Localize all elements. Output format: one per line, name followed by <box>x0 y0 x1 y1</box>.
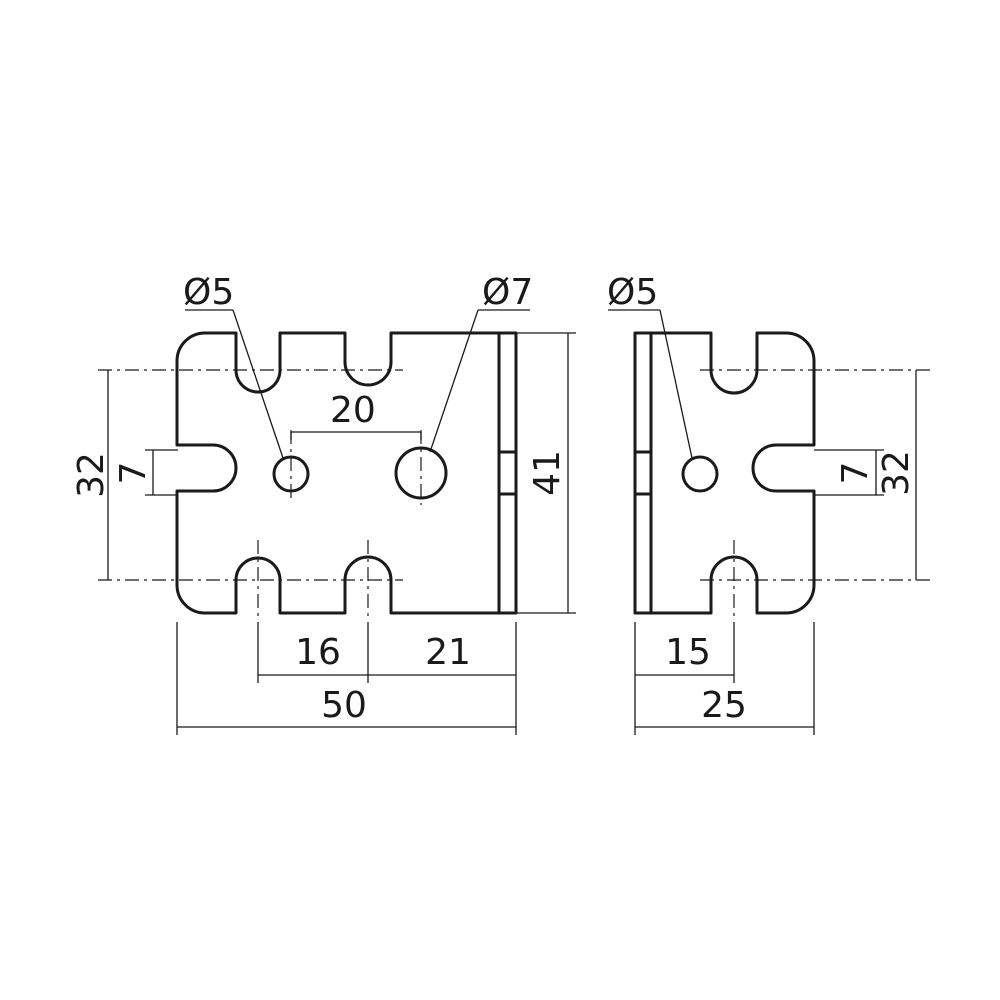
label-front-hole-spacing: 20 <box>330 390 376 431</box>
label-front-slot-pitch: 16 <box>295 632 341 673</box>
front-leader-hole-large-diag <box>429 309 479 453</box>
label-front-hole-large: Ø7 <box>482 272 533 313</box>
label-front-total-height: 41 <box>527 450 568 496</box>
dimension-labels: Ø5 Ø7 Ø5 20 32 7 41 16 21 50 7 32 15 25 <box>71 272 917 726</box>
side-hole <box>681 455 719 493</box>
front-view <box>98 309 576 735</box>
front-plate-outline <box>175 331 501 615</box>
label-front-slot-width: 7 <box>113 462 154 485</box>
label-front-total-width: 50 <box>321 685 367 726</box>
front-leader-hole-small-diag <box>232 309 284 459</box>
side-flange <box>633 331 653 615</box>
side-plate-outline <box>649 331 816 615</box>
label-front-slot-to-edge: 21 <box>425 632 471 673</box>
label-side-slot-width: 7 <box>835 462 876 485</box>
side-leader-hole-diag <box>659 309 693 459</box>
front-flange <box>497 331 518 615</box>
label-side-height-outer: 32 <box>876 450 917 496</box>
label-side-hole: Ø5 <box>607 272 658 313</box>
label-side-slot-offset: 15 <box>665 632 711 673</box>
label-front-height-outer: 32 <box>71 452 112 498</box>
side-view <box>608 309 935 735</box>
label-front-hole-small: Ø5 <box>183 272 234 313</box>
label-side-total-width: 25 <box>701 685 747 726</box>
